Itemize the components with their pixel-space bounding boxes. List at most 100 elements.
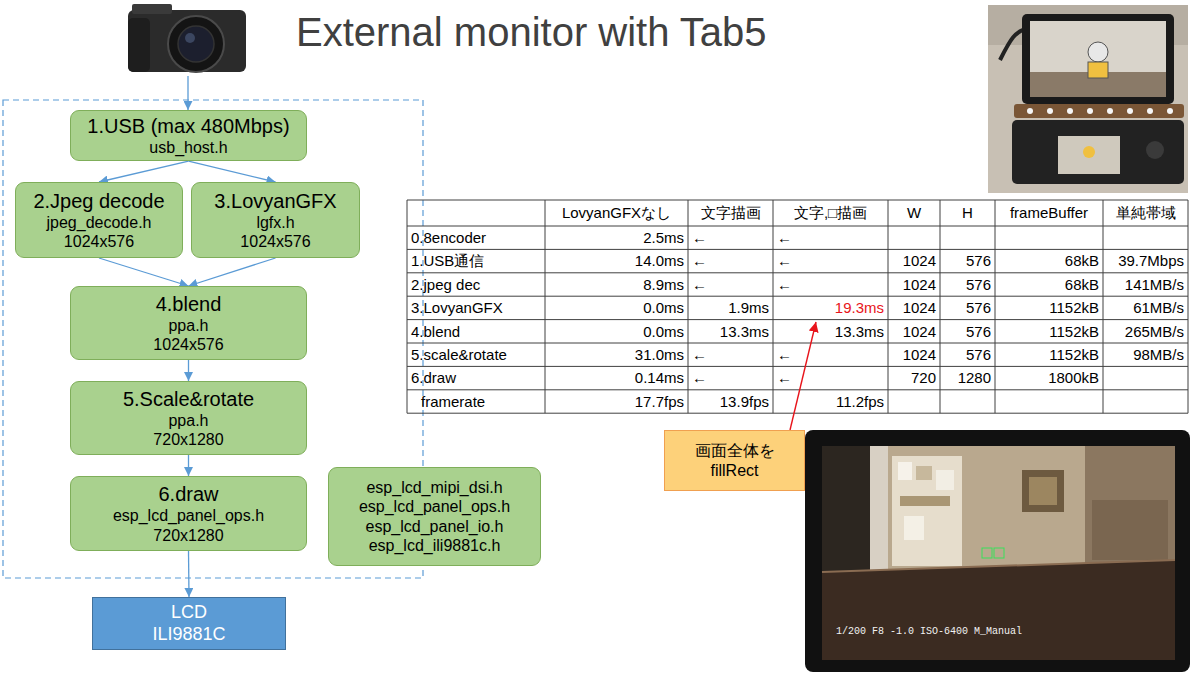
table-cell: 1152kB (995, 343, 1103, 366)
table-cell: 265MB/s (1103, 320, 1188, 343)
table-cell: 1024 (888, 343, 940, 366)
led (1167, 108, 1173, 114)
flow-arrow (99, 161, 189, 182)
wall-picture (1022, 470, 1064, 512)
robot-head (1088, 42, 1108, 62)
table-cell: ← (688, 226, 773, 249)
table-cell: 1152kB (995, 296, 1103, 319)
lens-glass (178, 26, 214, 62)
table-cell: 576 (940, 320, 995, 343)
tablet-frame (805, 430, 1190, 672)
led (1087, 108, 1093, 114)
camera-screen (1058, 136, 1120, 174)
camera-illustration (128, 4, 246, 72)
table-cell: 13.9fps (688, 390, 773, 413)
cabinet-door (1092, 500, 1168, 560)
paper (936, 470, 954, 490)
table-cell: 31.0ms (545, 343, 688, 366)
flow-arrow (188, 551, 190, 597)
table-cell: 1.9ms (688, 296, 773, 319)
camera-body (128, 10, 246, 72)
table-header: 単純帯域 (1103, 200, 1188, 226)
camera-top (132, 4, 172, 14)
flow-arrow (189, 161, 276, 182)
tablet-screen (1030, 21, 1166, 97)
node-detail: ppa.h (168, 316, 208, 335)
table-cell: 61MB/s (1103, 296, 1188, 319)
callout-box: 画面全体を fillRect (664, 430, 805, 491)
process-box: 6.drawesp_lcd_panel_ops.h720x1280 (70, 476, 307, 551)
focus-mark (982, 548, 992, 558)
row-label: 4.blend (407, 320, 545, 343)
node-heading: 6.draw (158, 482, 218, 506)
table-cell: ← (773, 343, 888, 366)
table-cell: 68kB (995, 273, 1103, 296)
lens-reflection (185, 33, 195, 43)
table-header: frameBuffer (995, 200, 1103, 226)
table-cell: 576 (940, 296, 995, 319)
table-cell: 11.2fps (773, 390, 888, 413)
paper (898, 462, 912, 480)
screen-overlay-text: 1/200 F8 -1.0 ISO-6400 M_Manual (836, 626, 1022, 638)
table-cell: ← (688, 343, 773, 366)
device-photo (988, 5, 1188, 193)
device-box: LCDILI9881C (92, 597, 286, 650)
node-detail: esp_lcd_panel_ops.h (359, 497, 510, 516)
row-label: 1.USB通信 (407, 249, 545, 272)
node-detail: esp_lcd_ili9881c.h (369, 536, 501, 555)
process-box: 1.USB (max 480Mbps)usb_host.h (70, 110, 307, 161)
picture-inner (1029, 477, 1057, 505)
table-cell: 17.7fps (545, 390, 688, 413)
node-detail: ppa.h (168, 411, 208, 430)
paper (904, 516, 924, 540)
led (1067, 108, 1073, 114)
table-cell: 8.9ms (545, 273, 688, 296)
node-heading: esp_lcd_mipi_dsi.h (366, 478, 502, 497)
camera-lens (168, 16, 224, 72)
tablet-frame (1022, 14, 1174, 104)
table-cell: 1280 (940, 366, 995, 389)
table-cell: 14.0ms (545, 249, 688, 272)
table-cell: ← (688, 366, 773, 389)
process-box: 4.blendppa.h1024x576 (70, 286, 307, 360)
page-title: External monitor with Tab5 (296, 8, 767, 56)
led (1147, 108, 1153, 114)
node-heading: 2.Jpeg decode (33, 189, 164, 213)
flow-arrow (189, 258, 276, 286)
led (1027, 108, 1033, 114)
node-heading: 1.USB (max 480Mbps) (87, 114, 289, 138)
shelf (892, 456, 962, 566)
table-cell: 13.3ms (688, 320, 773, 343)
node-detail: ILI9881C (152, 624, 225, 646)
room-window (822, 446, 870, 576)
process-box: 2.Jpeg decodejpeg_decode.h1024x576 (15, 182, 183, 258)
row-label: 3.LovyanGFX (407, 296, 545, 319)
row-label: 5.scale&rotate (407, 343, 545, 366)
table-header: 文字,□描画 (773, 200, 888, 226)
row-label: framerate (407, 390, 545, 413)
node-detail: lgfx.h (256, 213, 294, 232)
table-header: 文字描画 (688, 200, 773, 226)
table-header: H (940, 200, 995, 226)
table-cell: 576 (940, 249, 995, 272)
table-grid (407, 200, 1188, 413)
table-cell: 0.0ms (545, 296, 688, 319)
node-detail: 1024x576 (240, 232, 310, 251)
table-cell: 1024 (888, 249, 940, 272)
process-box: 3.LovyanGFXlgfx.h1024x576 (191, 182, 360, 258)
table-cell: 1024 (888, 296, 940, 319)
flow-arrow (188, 455, 189, 476)
table-cell: ← (773, 249, 888, 272)
node-heading: LCD (171, 602, 207, 624)
flow-arrow (188, 360, 189, 381)
node-detail: 720x1280 (153, 526, 223, 545)
node-detail: 1024x576 (153, 335, 223, 354)
table-cell: 141MB/s (1103, 273, 1188, 296)
row-label: 0.8encoder (407, 226, 545, 249)
room-wall (822, 446, 1175, 660)
node-detail: usb_host.h (149, 138, 227, 157)
table-header: W (888, 200, 940, 226)
screen-photo (805, 430, 1190, 672)
node-detail: 720x1280 (153, 430, 223, 449)
